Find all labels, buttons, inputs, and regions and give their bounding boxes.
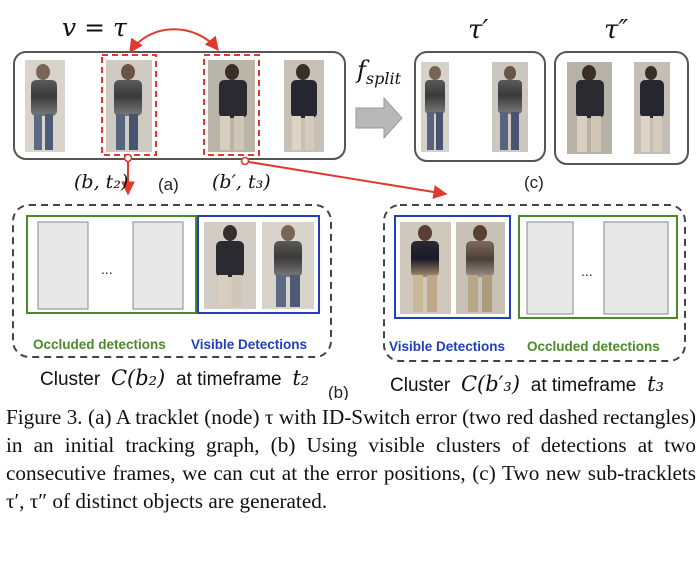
arrow-to-right-cluster (248, 161, 448, 199)
left-cluster-caption-math: C(b₂) (111, 366, 165, 390)
time-label-right: (b′, t₃) (212, 171, 271, 193)
left-visible-detection-2 (262, 222, 314, 309)
tracklet-detection-1 (25, 60, 65, 152)
tau-prime-label: τ′ (468, 15, 488, 45)
right-cluster-caption-prefix: Cluster (390, 375, 451, 396)
figure-diagram: v = τ (b, t₂) (b′, t₃) (a) fsplit (12, 13, 689, 400)
tracklet-detection-4 (284, 60, 324, 152)
right-occluded-ellipsis: ... (581, 263, 593, 279)
left-visible-detection-1 (204, 222, 256, 309)
cut-point-left (123, 153, 133, 163)
right-occluded-label: Occluded detections (527, 339, 660, 354)
right-visible-label: Visible Detections (389, 339, 505, 354)
right-cluster-caption-time: t₃ (647, 372, 664, 396)
right-cluster-caption-mid: at timeframe (531, 375, 637, 396)
split-arrow (355, 96, 403, 140)
switch-arrow (129, 28, 219, 54)
panel-b-marker: (b) (328, 383, 349, 400)
right-occluded-group (518, 215, 678, 319)
right-occluded-detection-1 (526, 221, 574, 315)
idswitch-box-right (203, 54, 260, 156)
tau-prime-detection-2 (492, 62, 528, 152)
panel-c-marker: (c) (524, 173, 544, 192)
panel-a-marker: (a) (158, 175, 179, 194)
left-occluded-ellipsis: ... (101, 261, 113, 277)
right-cluster-caption-math: C(b′₃) (461, 372, 520, 396)
right-cluster-caption: Cluster C(b′₃) at timeframe t₃ (390, 372, 664, 396)
tracklet-detection-2 (106, 60, 152, 152)
tau-double-prime-detection-1 (567, 62, 612, 154)
left-cluster-caption-prefix: Cluster (40, 369, 101, 390)
left-occluded-detection-1 (37, 221, 89, 310)
right-visible-detection-1 (400, 222, 451, 314)
right-cluster-box (383, 204, 686, 362)
left-cluster-caption-mid: at timeframe (176, 369, 282, 390)
left-visible-group (197, 215, 320, 314)
tau-double-prime-detection-2 (634, 62, 670, 154)
tau-double-prime-label: τ″ (604, 15, 628, 45)
left-occluded-group (26, 215, 197, 314)
left-occluded-detection-2 (132, 221, 184, 310)
left-cluster-caption-time: t₂ (292, 366, 309, 390)
cut-point-right (240, 156, 250, 166)
right-visible-group (394, 215, 511, 319)
figure-caption: Figure 3. (a) A tracklet (node) τ with I… (6, 403, 696, 515)
tracklet-detection-3 (208, 60, 255, 152)
sub-tracklet-tau-double-prime (554, 51, 689, 165)
time-label-left: (b, t₂) (74, 171, 128, 193)
split-function-label: fsplit (355, 56, 402, 88)
node-label: v = τ (62, 13, 128, 42)
right-visible-detection-2 (456, 222, 505, 314)
right-occluded-detection-2 (603, 221, 669, 315)
figure-caption-text: Figure 3. (a) A tracklet (node) τ with I… (6, 405, 696, 513)
left-occluded-label: Occluded detections (33, 337, 166, 352)
sub-tracklet-tau-prime (414, 51, 546, 162)
left-visible-label: Visible Detections (191, 337, 307, 352)
tau-prime-detection-1 (421, 62, 449, 152)
left-cluster-caption: Cluster C(b₂) at timeframe t₂ (40, 366, 309, 390)
